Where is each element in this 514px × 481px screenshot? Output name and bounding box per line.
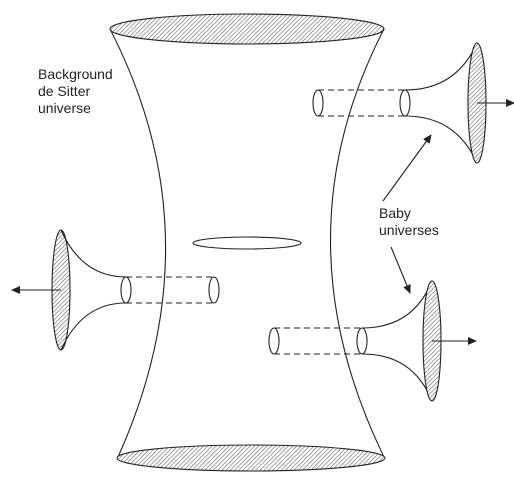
trumpet-upper-edge bbox=[361, 280, 433, 329]
hyperboloid-left-edge bbox=[109, 28, 167, 458]
trumpet-lower-edge bbox=[361, 353, 433, 402]
label-line: universes bbox=[379, 222, 439, 238]
trumpet-lower-edge bbox=[60, 302, 127, 351]
de-sitter-hyperboloid bbox=[109, 13, 386, 472]
background-universe-label: Background de Sitter universe bbox=[38, 66, 113, 117]
baby-universe-top-right bbox=[312, 42, 514, 164]
label-line: universe bbox=[38, 100, 91, 116]
label-line: Baby bbox=[379, 205, 411, 221]
label-line: de Sitter bbox=[38, 83, 91, 99]
tube-start-ellipse bbox=[120, 276, 132, 304]
hyperboloid-right-edge bbox=[329, 28, 385, 458]
baby-universes-label: Baby universes bbox=[379, 205, 439, 239]
tube-start-ellipse bbox=[356, 327, 368, 355]
pointer-arrow-down bbox=[390, 246, 411, 294]
waist-ellipse bbox=[192, 236, 302, 250]
trumpet-upper-edge bbox=[404, 42, 478, 91]
bottom-hatched-cap bbox=[116, 444, 386, 472]
tube-start-ellipse bbox=[399, 89, 411, 117]
trumpet-upper-edge bbox=[60, 229, 127, 278]
pointer-arrow-up bbox=[382, 134, 432, 202]
tube-end-ellipse bbox=[268, 327, 280, 355]
baby-universe-left bbox=[11, 229, 220, 351]
label-pointers bbox=[382, 134, 432, 294]
baby-universe-bottom-right bbox=[268, 280, 477, 402]
label-line: Background bbox=[38, 66, 113, 82]
tube-end-ellipse bbox=[312, 89, 324, 117]
top-hatched-cap bbox=[109, 13, 385, 45]
tube-end-ellipse bbox=[208, 276, 220, 304]
